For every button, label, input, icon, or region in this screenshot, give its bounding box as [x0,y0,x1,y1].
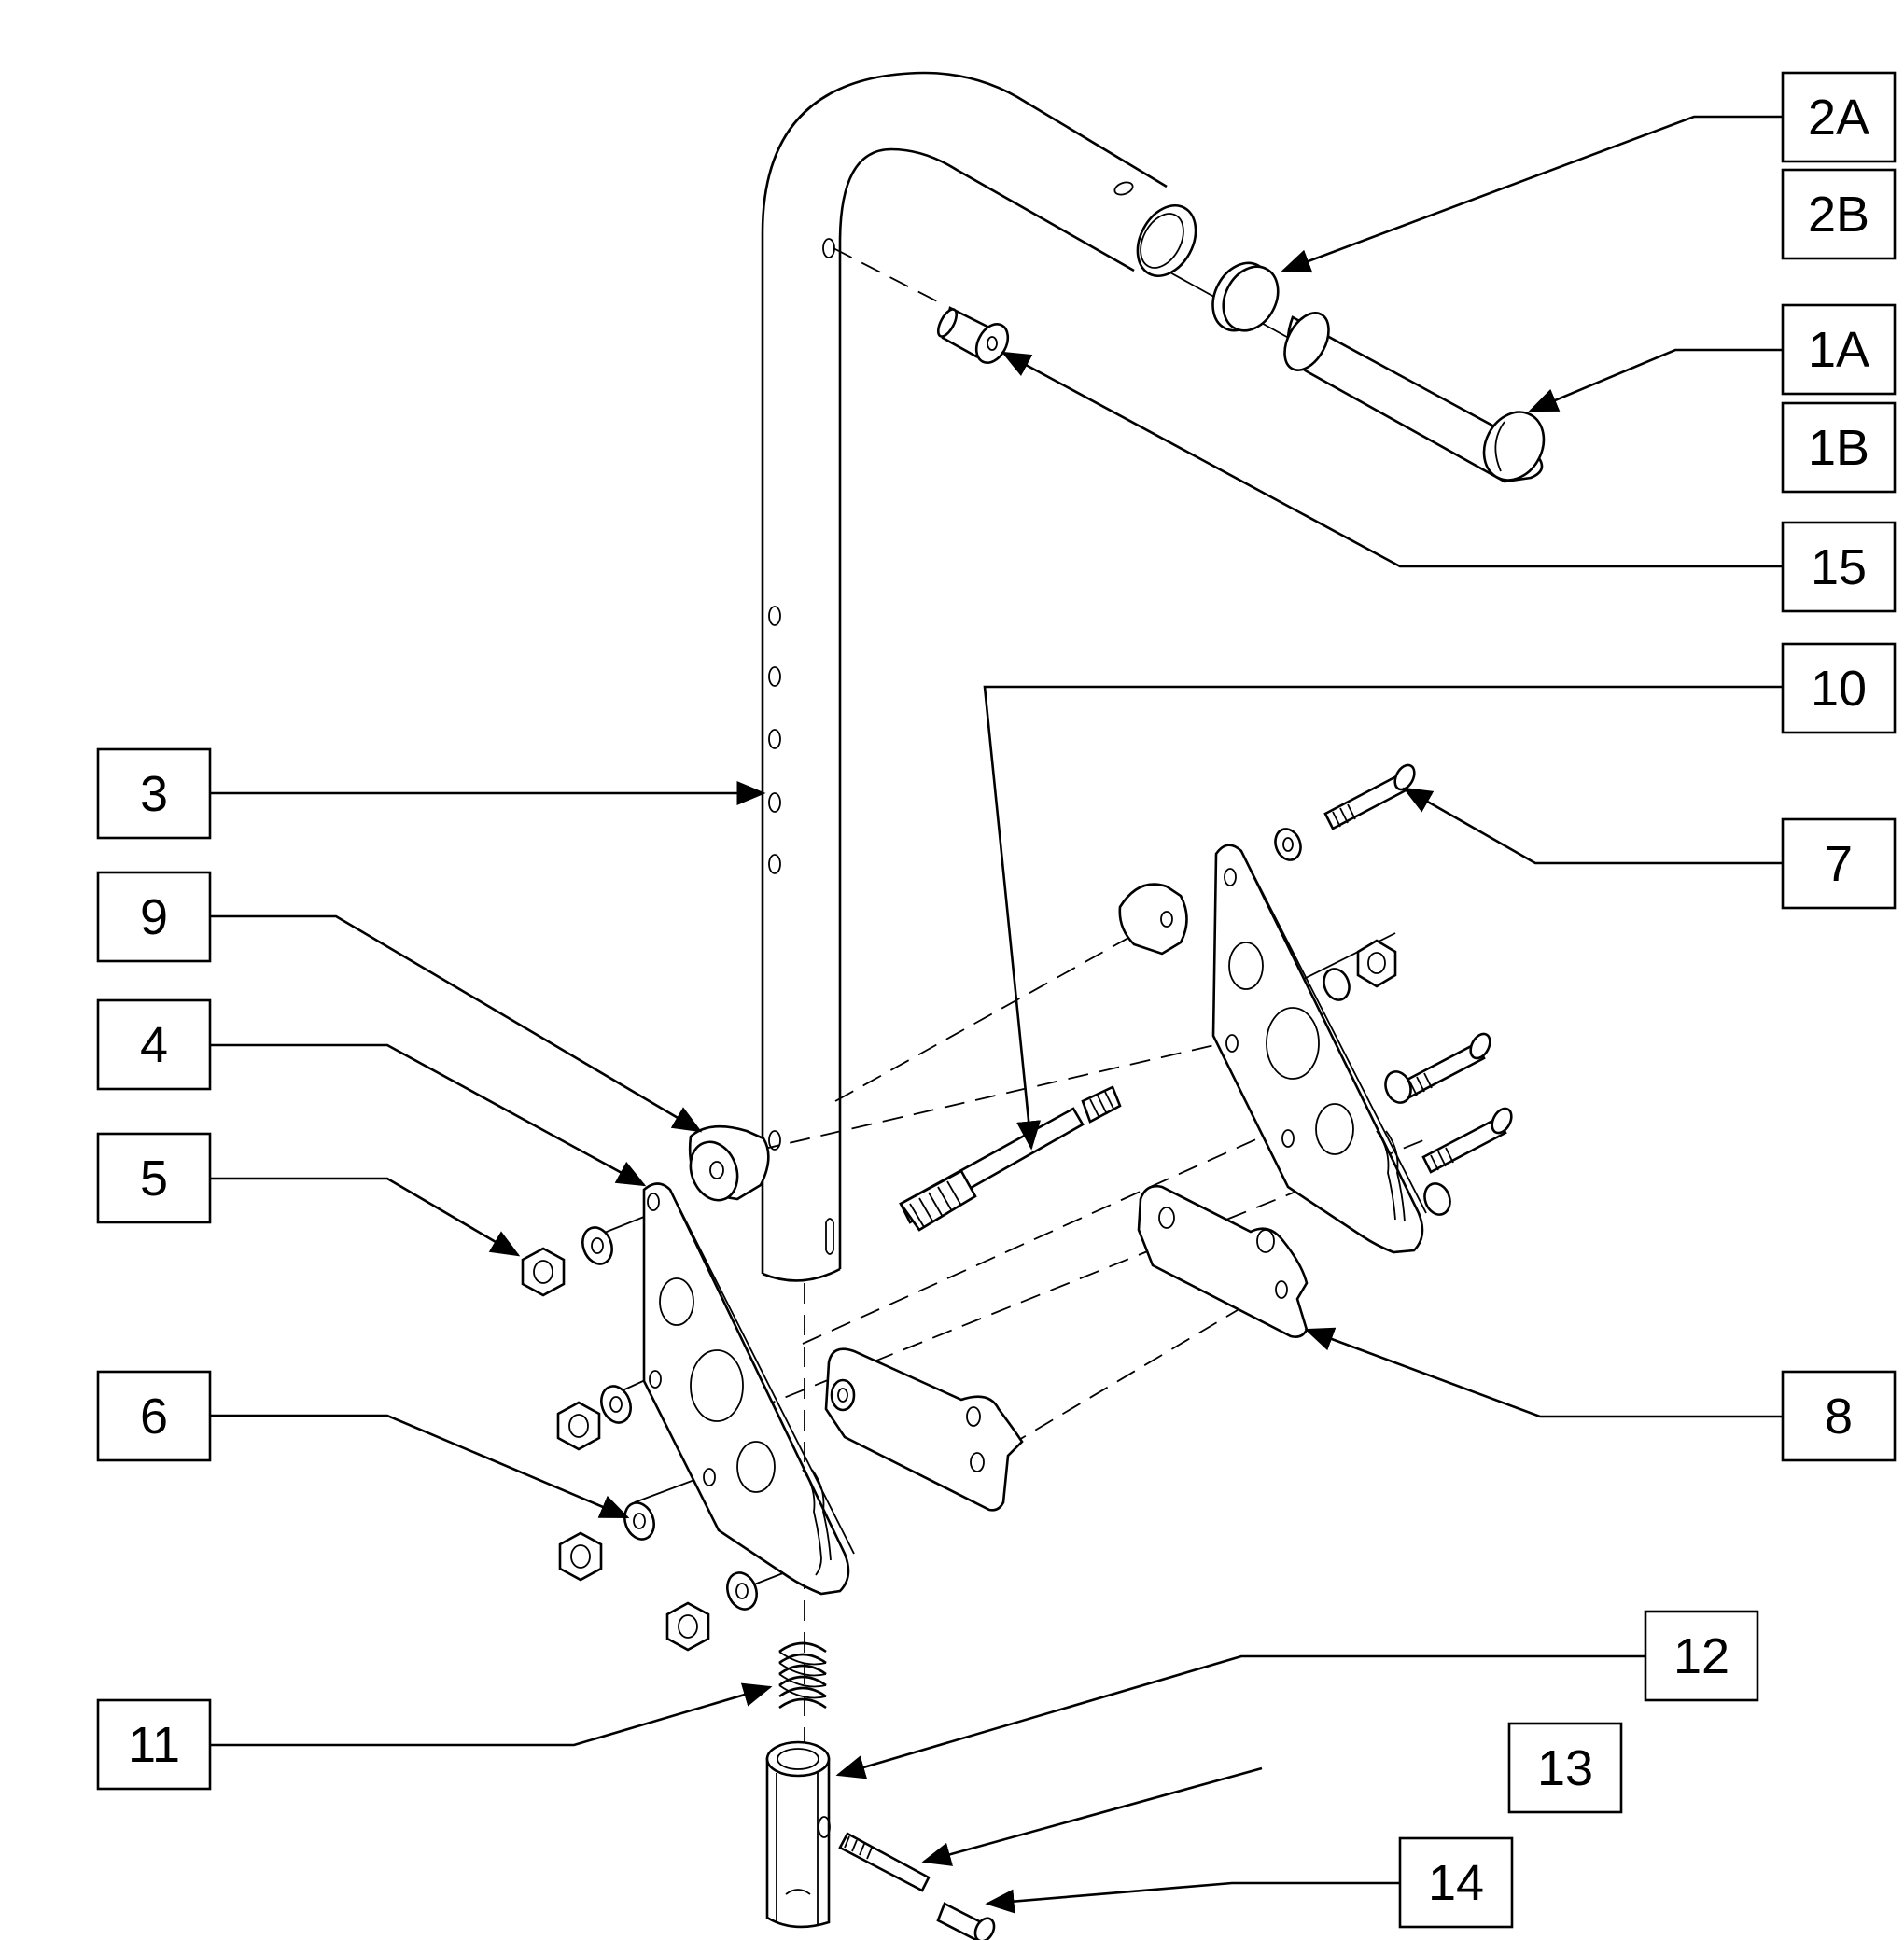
callout-14: 14 [1398,1836,1514,1929]
callout-label: 9 [140,889,168,945]
callout-1a: 1A [1781,303,1897,396]
callout-label: 11 [128,1717,180,1773]
callout-15: 15 [1781,521,1897,613]
callout-label: 5 [140,1151,168,1207]
callout-2b: 2B [1781,168,1897,260]
main-tube [761,71,1197,1282]
callout-label: 1A [1808,322,1869,378]
callout-label: 3 [140,766,168,822]
callout-label: 13 [1537,1740,1593,1796]
callout-label: 15 [1811,539,1867,595]
callout-13: 13 [1507,1722,1623,1814]
spring [778,1641,827,1710]
socket-tube [765,1740,831,1929]
callout-label: 4 [140,1017,168,1073]
callout-2a: 2A [1781,71,1897,163]
callout-label: 6 [140,1389,168,1445]
spacer-right [1118,883,1188,956]
callout-label: 14 [1428,1855,1484,1911]
callout-11: 11 [96,1698,212,1791]
spacer-left [688,1124,770,1202]
callout-label: 12 [1673,1628,1729,1684]
pivot-bracket-right [1137,1185,1309,1338]
callout-10: 10 [1781,642,1897,734]
callout-6: 6 [96,1370,212,1462]
bolts [1323,763,1513,1174]
callout-label: 8 [1825,1389,1853,1445]
detent-pin [838,1832,931,1892]
callout-label: 1B [1808,420,1869,476]
end-plug [1211,261,1280,332]
callout-label: 2A [1808,90,1869,146]
pivot-bracket-left [824,1347,1024,1512]
callout-5: 5 [96,1132,212,1224]
bushing [936,306,1010,364]
callout-label: 7 [1825,836,1853,892]
hand-grip [1283,312,1546,483]
side-plate-left [642,1182,855,1596]
callout-9: 9 [96,871,212,963]
axle-shaft [899,1085,1122,1232]
callout-3: 3 [96,747,212,840]
washers-and-nuts [521,828,1451,1652]
leader-lines [210,115,1783,1914]
callout-1b: 1B [1781,401,1897,494]
callout-12: 12 [1644,1610,1759,1702]
callout-label: 10 [1811,661,1867,717]
callout-8: 8 [1781,1370,1897,1462]
callout-7: 7 [1781,817,1897,910]
pin-cap [936,1902,996,1940]
callout-label: 2B [1808,187,1869,243]
side-plate-right [1211,844,1427,1254]
callout-4: 4 [96,998,212,1091]
